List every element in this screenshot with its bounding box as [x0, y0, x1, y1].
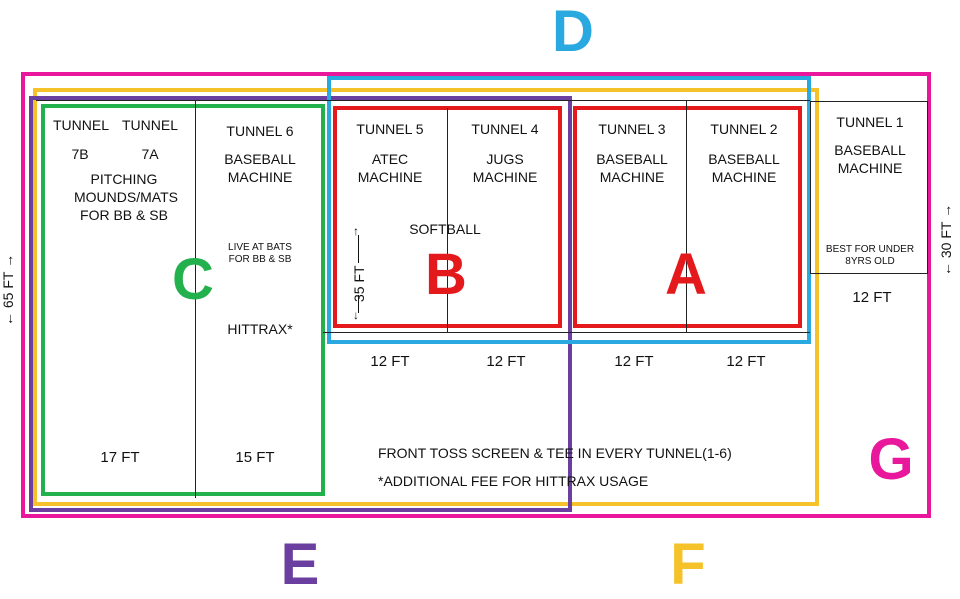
tunnel-5-description: ATEC MACHINE: [357, 151, 423, 185]
tunnel-7a-name: TUNNEL: [121, 117, 178, 133]
width-12ft-t1: 12 FT: [852, 289, 892, 306]
tunnel-1-box: [810, 101, 928, 274]
zone-a-outline: [573, 106, 802, 328]
height-65ft: ← 65 FT →: [0, 253, 16, 326]
arrow-down-icon: ↓: [353, 308, 359, 322]
arrow-right-icon: →: [938, 203, 954, 218]
tunnel-7b-name: TUNNEL: [52, 117, 109, 133]
width-12ft-t4: 12 FT: [486, 353, 526, 370]
width-12ft-t3: 12 FT: [614, 353, 654, 370]
height-35ft-marker: ↑ 35 FT ↓: [349, 225, 371, 325]
zone-f-label: F: [670, 532, 706, 597]
divider-3-2: [686, 100, 687, 332]
softball-label: SOFTBALL: [409, 221, 481, 237]
tunnel-1-note: BEST FOR UNDER 8YRS OLD: [825, 244, 915, 267]
tunnel-4-name: TUNNEL 4: [471, 121, 539, 137]
tunnel-5-name: TUNNEL 5: [356, 121, 424, 137]
width-12ft-t2: 12 FT: [726, 353, 766, 370]
width-17ft: 17 FT: [100, 449, 140, 466]
note-front-toss: FRONT TOSS SCREEN & TEE IN EVERY TUNNEL(…: [378, 445, 732, 461]
arrow-line: [358, 295, 359, 313]
zone-f-outline: [33, 88, 819, 506]
tunnel-6-note: LIVE AT BATS FOR BB & SB: [228, 242, 292, 265]
divider-tunnels-bottom: [323, 332, 810, 333]
tunnel-3-name: TUNNEL 3: [598, 121, 666, 137]
zone-d-outline: [327, 76, 811, 344]
tunnel-3-description: BASEBALL MACHINE: [596, 151, 668, 185]
zone-g-label: G: [868, 427, 914, 492]
zone-c-label: C: [172, 247, 214, 312]
tunnel-4-description: JUGS MACHINE: [472, 151, 538, 185]
zone-g-outline: [21, 72, 931, 518]
tunnel-2-description: BASEBALL MACHINE: [708, 151, 780, 185]
tunnel-1-name: TUNNEL 1: [836, 114, 904, 130]
tunnel-6-hittrax: HITTRAX*: [227, 321, 293, 337]
zone-e-label: E: [280, 532, 320, 597]
height-35ft: 35 FT: [351, 265, 367, 302]
tunnel-7b-id: 7B: [71, 146, 89, 162]
note-hittrax-fee: *ADDITIONAL FEE FOR HITTRAX USAGE: [378, 473, 649, 489]
zone-e-outline: [29, 96, 572, 512]
zone-b-label: B: [425, 242, 467, 307]
width-12ft-t5: 12 FT: [370, 353, 410, 370]
tunnel-7a-id: 7A: [141, 146, 159, 162]
zone-c-outline: [41, 104, 325, 496]
arrow-line: [358, 235, 359, 263]
tunnel-7-description: PITCHING MOUNDS/MATS FOR BB & SB: [74, 171, 178, 223]
width-15ft: 15 FT: [235, 449, 275, 466]
tunnel-6-name: TUNNEL 6: [226, 123, 294, 139]
arrow-left-icon: ←: [0, 312, 16, 326]
tunnel-6-description: BASEBALL MACHINE: [224, 151, 296, 185]
zone-a-label: A: [665, 242, 707, 307]
arrow-right-icon: →: [0, 253, 16, 268]
arrow-up-icon: ↑: [353, 224, 359, 238]
height-30ft: ← 30 FT →: [938, 203, 954, 276]
tunnel-2-name: TUNNEL 2: [710, 121, 778, 137]
divider-top: [36, 100, 810, 101]
divider-7-6: [195, 100, 196, 498]
zone-d-label: D: [552, 0, 594, 64]
arrow-left-icon: ←: [938, 262, 954, 276]
divider-5-4: [447, 108, 448, 333]
tunnel-1-description: BASEBALL MACHINE: [834, 142, 906, 176]
